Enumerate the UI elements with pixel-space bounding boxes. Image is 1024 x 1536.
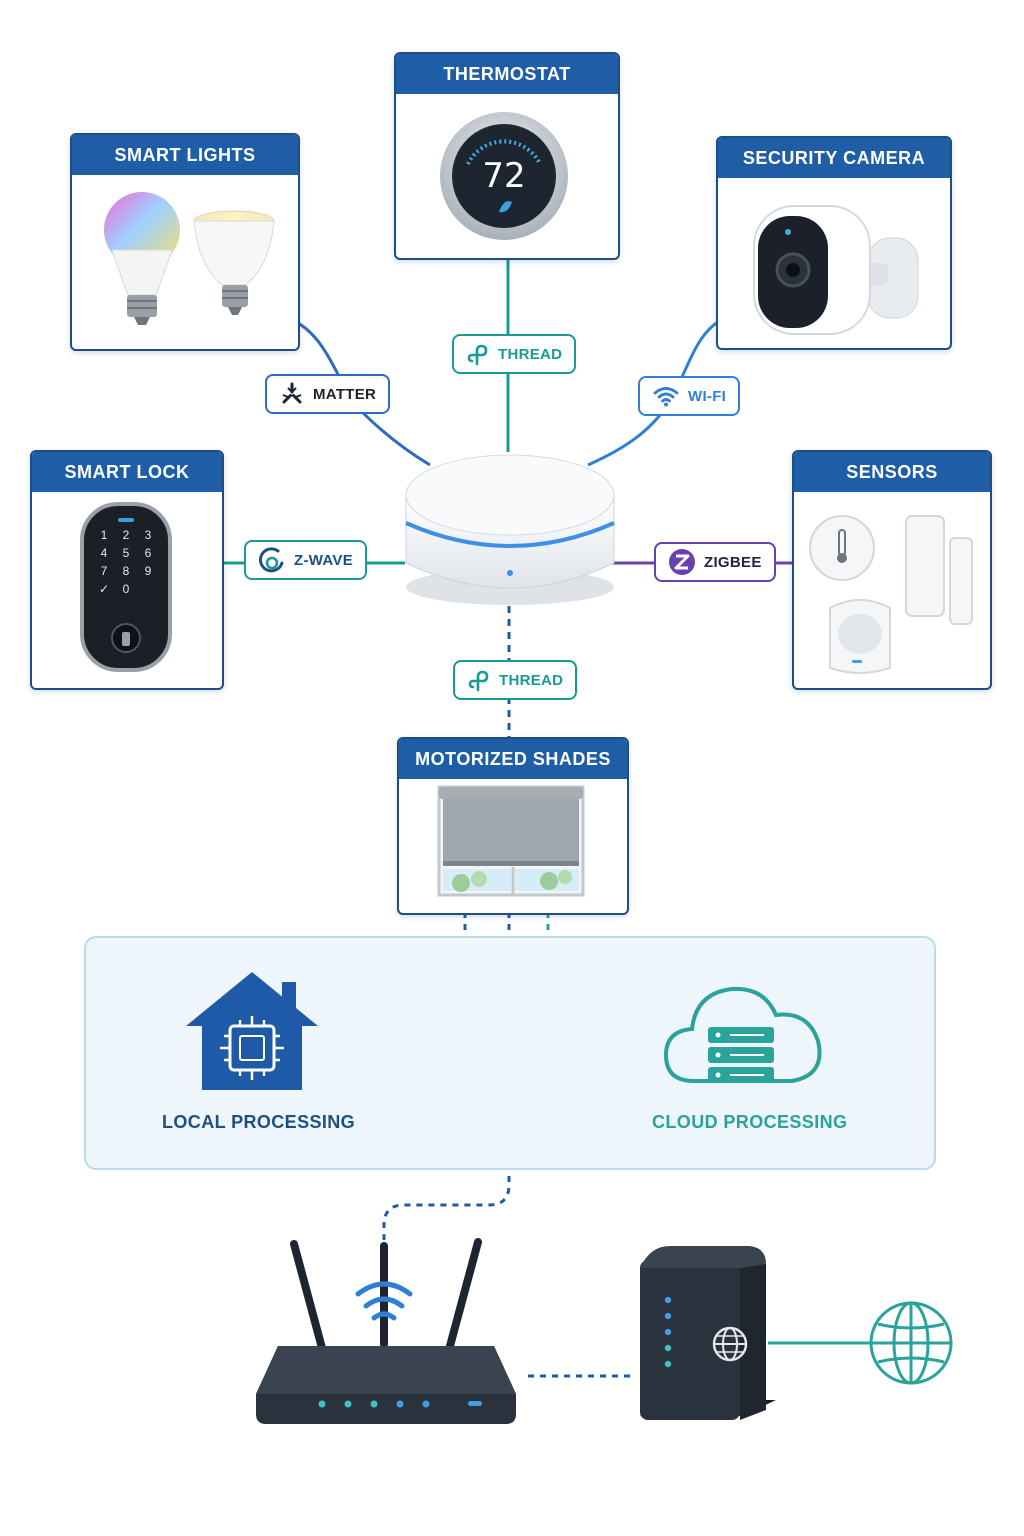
zwave-label: Z-WAVE bbox=[294, 551, 354, 569]
smart-hub[interactable] bbox=[400, 445, 620, 615]
keypad-key[interactable]: 1 bbox=[100, 528, 108, 542]
lock-keypad: 1 2 3 4 5 6 7 8 9 ✓ 0 bbox=[94, 528, 156, 596]
thread-label-bottom: THREAD bbox=[499, 671, 564, 689]
sensors-icon bbox=[809, 515, 973, 674]
keypad-key[interactable]: 3 bbox=[144, 528, 152, 542]
smart-lock-card[interactable]: SMART LOCK 1 2 3 4 5 6 7 8 9 ✓ 0 bbox=[30, 450, 224, 690]
security-camera-card[interactable]: SECURITY CAMERA bbox=[716, 136, 952, 350]
thermostat-icon bbox=[440, 112, 568, 240]
keypad-key[interactable]: 0 bbox=[122, 582, 130, 596]
thermostat-card[interactable]: THERMOSTAT 72 bbox=[394, 52, 620, 260]
motorized-shades-title: MOTORIZED SHADES bbox=[399, 739, 627, 779]
zwave-icon bbox=[258, 547, 284, 573]
thread-icon bbox=[468, 670, 489, 692]
keypad-key[interactable]: 6 bbox=[144, 546, 152, 560]
keypad-key[interactable]: 8 bbox=[122, 564, 130, 578]
keypad-key[interactable]: 2 bbox=[122, 528, 130, 542]
keypad-key[interactable]: 5 bbox=[122, 546, 130, 560]
wifi-router-icon bbox=[256, 1238, 516, 1424]
wifi-badge[interactable]: WI-FI bbox=[638, 376, 741, 416]
matter-icon bbox=[282, 382, 302, 404]
modem-icon bbox=[640, 1246, 776, 1420]
motorized-shades-card[interactable]: MOTORIZED SHADES bbox=[397, 737, 629, 915]
internet-globe-icon bbox=[869, 1301, 953, 1385]
cloud-processing-label: CLOUD PROCESSING bbox=[652, 1112, 848, 1132]
smart-lock-title: SMART LOCK bbox=[32, 452, 222, 492]
light-bulbs-icon bbox=[104, 192, 275, 325]
zigbee-label: ZIGBEE bbox=[704, 553, 762, 571]
zigbee-badge[interactable]: ZIGBEE bbox=[654, 542, 776, 582]
thread-label-top: THREAD bbox=[498, 345, 563, 363]
wifi-icon bbox=[653, 387, 679, 407]
smart-lights-card[interactable]: SMART LIGHTS bbox=[70, 133, 300, 351]
local-processing-house-icon bbox=[186, 972, 318, 1090]
thermostat-title: THERMOSTAT bbox=[396, 54, 618, 94]
keypad-key[interactable]: 9 bbox=[144, 564, 152, 578]
keypad-key[interactable]: ✓ bbox=[98, 582, 110, 596]
sensors-title: SENSORS bbox=[794, 452, 990, 492]
keypad-key[interactable]: 4 bbox=[100, 546, 108, 560]
security-camera-title: SECURITY CAMERA bbox=[718, 138, 950, 178]
local-processing-label: LOCAL PROCESSING bbox=[162, 1112, 356, 1132]
router-link bbox=[382, 912, 511, 1240]
zwave-badge[interactable]: Z-WAVE bbox=[244, 540, 368, 580]
camera-icon bbox=[753, 205, 919, 335]
matter-label: MATTER bbox=[313, 385, 377, 403]
keypad-key[interactable] bbox=[138, 582, 158, 596]
thread-icon bbox=[467, 344, 488, 366]
wifi-label: WI-FI bbox=[688, 387, 727, 405]
sensors-card[interactable]: SENSORS bbox=[792, 450, 992, 690]
thread-badge-bottom[interactable]: THREAD bbox=[453, 660, 578, 700]
shades-icon bbox=[437, 785, 585, 897]
zigbee-icon bbox=[669, 549, 695, 575]
keypad-key[interactable]: 7 bbox=[100, 564, 108, 578]
cloud-processing-icon bbox=[663, 986, 822, 1083]
lock-icon bbox=[80, 502, 172, 672]
matter-badge[interactable]: MATTER bbox=[265, 374, 391, 414]
thermostat-temperature: 72 bbox=[482, 156, 526, 196]
thread-badge-top[interactable]: THREAD bbox=[452, 334, 577, 374]
smart-lights-title: SMART LIGHTS bbox=[72, 135, 298, 175]
